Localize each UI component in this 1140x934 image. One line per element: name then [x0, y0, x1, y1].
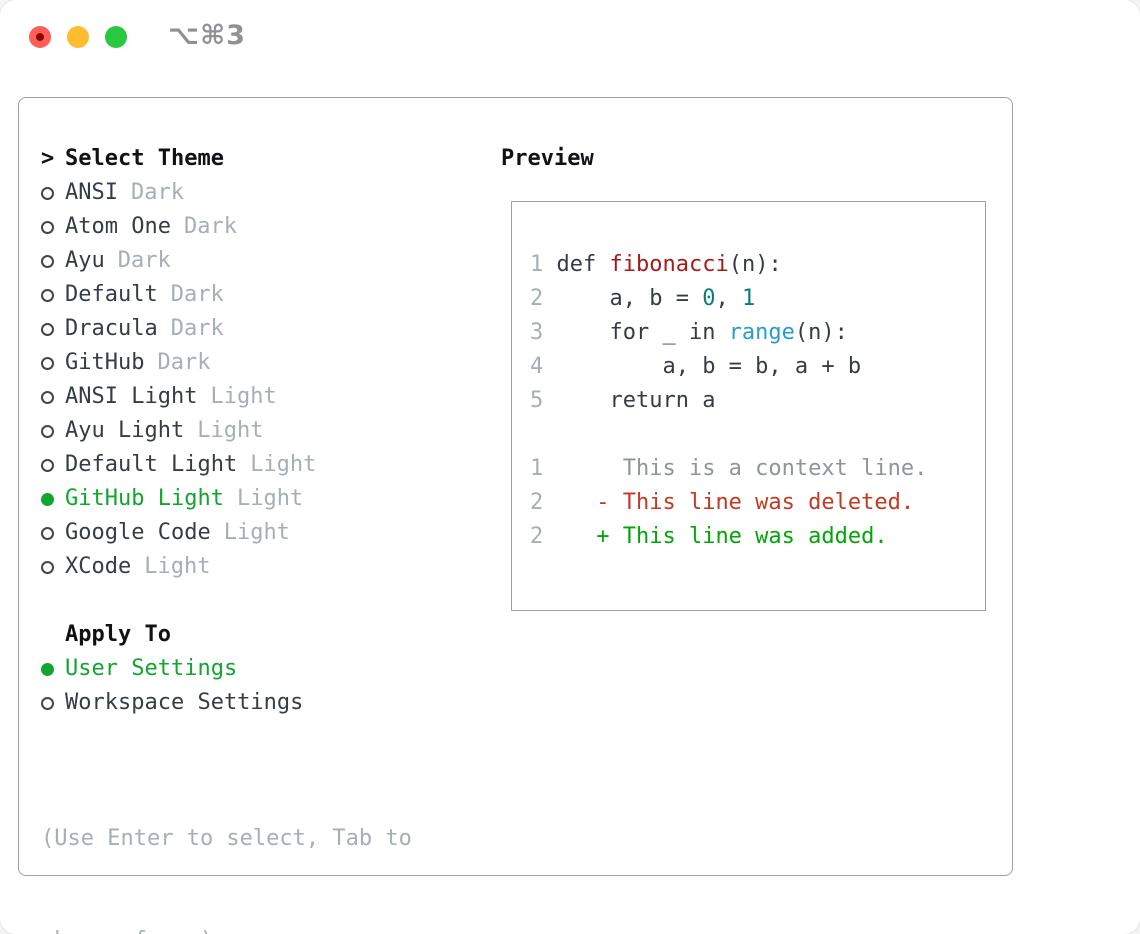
code-line: 2 + This line was added. [530, 524, 888, 549]
preview-column: Preview 1 def fibonacci(n): 2 a, b = 0, 1… [501, 142, 992, 875]
code-preview-box: 1 def fibonacci(n): 2 a, b = 0, 1 3 for _ … [511, 201, 986, 611]
select-theme-header-row: > Select Theme [41, 142, 501, 176]
radio-unselected-icon [41, 322, 54, 336]
radio-unselected-icon [41, 696, 54, 710]
theme-option-tag: Dark [170, 316, 224, 341]
radio-selected-icon [41, 492, 54, 506]
theme-option[interactable]: ANSI Light Light [41, 380, 501, 414]
theme-option[interactable]: Ayu Light Light [41, 414, 501, 448]
radio-unselected-icon [41, 186, 54, 200]
theme-option-label: Google Code [65, 520, 211, 545]
close-dot-icon [36, 33, 44, 41]
radio-unselected-icon [41, 424, 54, 438]
spacer [41, 720, 501, 754]
apply-to-option[interactable]: Workspace Settings [41, 686, 501, 720]
theme-option[interactable]: Atom One Dark [41, 210, 501, 244]
theme-option-label: XCode [65, 554, 132, 579]
radio-unselected-icon [41, 458, 54, 472]
theme-option-tag: Light [210, 384, 277, 409]
apply-to-option-label: Workspace Settings [65, 690, 304, 715]
theme-option-label: Ayu [65, 248, 105, 273]
select-theme-header: Select Theme [65, 146, 224, 171]
radio-unselected-icon [41, 254, 54, 268]
theme-option-tag: Light [144, 554, 211, 579]
hint-line-2: change focus) [41, 924, 501, 934]
theme-option[interactable]: Ayu Dark [41, 244, 501, 278]
radio-unselected-icon [41, 560, 54, 574]
theme-option-label: Dracula [65, 316, 158, 341]
apply-to-option[interactable]: User Settings [41, 652, 501, 686]
code-line: 1 def fibonacci(n): [530, 252, 782, 277]
theme-option-label: Default [65, 282, 158, 307]
apply-to-header-row: Apply To [41, 618, 501, 652]
theme-option-tag: Dark [157, 350, 211, 375]
traffic-lights [29, 26, 127, 48]
zoom-button[interactable] [105, 26, 127, 48]
theme-option-label: Default Light [65, 452, 238, 477]
spacer [41, 584, 501, 618]
hint-line-1: (Use Enter to select, Tab to [41, 826, 412, 851]
theme-option[interactable]: Google Code Light [41, 516, 501, 550]
theme-option-label: GitHub Light [65, 486, 224, 511]
close-button[interactable] [29, 26, 51, 48]
theme-option[interactable]: Default Dark [41, 278, 501, 312]
theme-option-label: ANSI [65, 180, 118, 205]
theme-option[interactable]: Dracula Dark [41, 312, 501, 346]
theme-option-tag: Light [236, 486, 304, 511]
preview-header: Preview [501, 146, 594, 171]
theme-option-tag: Light [250, 452, 317, 477]
theme-option[interactable]: GitHub Dark [41, 346, 501, 380]
theme-option[interactable]: GitHub Light Light [41, 482, 501, 516]
theme-option[interactable]: ANSI Dark [41, 176, 501, 210]
theme-option-label: Ayu Light [65, 418, 185, 443]
code-line: 2 - This line was deleted. [530, 490, 915, 515]
theme-option[interactable]: XCode Light [41, 550, 501, 584]
radio-unselected-icon [41, 526, 54, 540]
radio-unselected-icon [41, 220, 54, 234]
theme-option-label: GitHub [65, 350, 145, 375]
theme-option-tag: Dark [170, 282, 224, 307]
radio-selected-icon [41, 662, 54, 676]
theme-option-label: ANSI Light [65, 384, 198, 409]
theme-option-tag: Light [223, 520, 290, 545]
window-title: ⌥⌘3 [168, 20, 246, 51]
keyboard-hint: (Use Enter to select, Tab to change focu… [41, 754, 501, 934]
radio-unselected-icon [41, 356, 54, 370]
radio-unselected-icon [41, 390, 54, 404]
code-line: 5 return a [530, 388, 716, 413]
theme-option-label: Atom One [65, 214, 171, 239]
theme-option-tag: Dark [117, 248, 171, 273]
code-line: 4 a, b = b, a + b [530, 354, 862, 379]
theme-option-tag: Dark [183, 214, 237, 239]
minimize-button[interactable] [67, 26, 89, 48]
theme-option[interactable]: Default Light Light [41, 448, 501, 482]
code-line [530, 418, 985, 452]
code-line: 1 This is a context line. [530, 456, 928, 481]
cursor-arrow-icon: > [41, 146, 55, 171]
apply-to-option-label: User Settings [65, 656, 238, 681]
apply-to-header: Apply To [65, 622, 171, 647]
code-line: 3 for _ in range(n): [530, 320, 848, 345]
code-line: 2 a, b = 0, 1 [530, 286, 756, 311]
radio-unselected-icon [41, 288, 54, 302]
theme-option-tag: Dark [130, 180, 184, 205]
titlebar: ⌥⌘3 [0, 0, 1140, 97]
theme-option-tag: Light [197, 418, 264, 443]
